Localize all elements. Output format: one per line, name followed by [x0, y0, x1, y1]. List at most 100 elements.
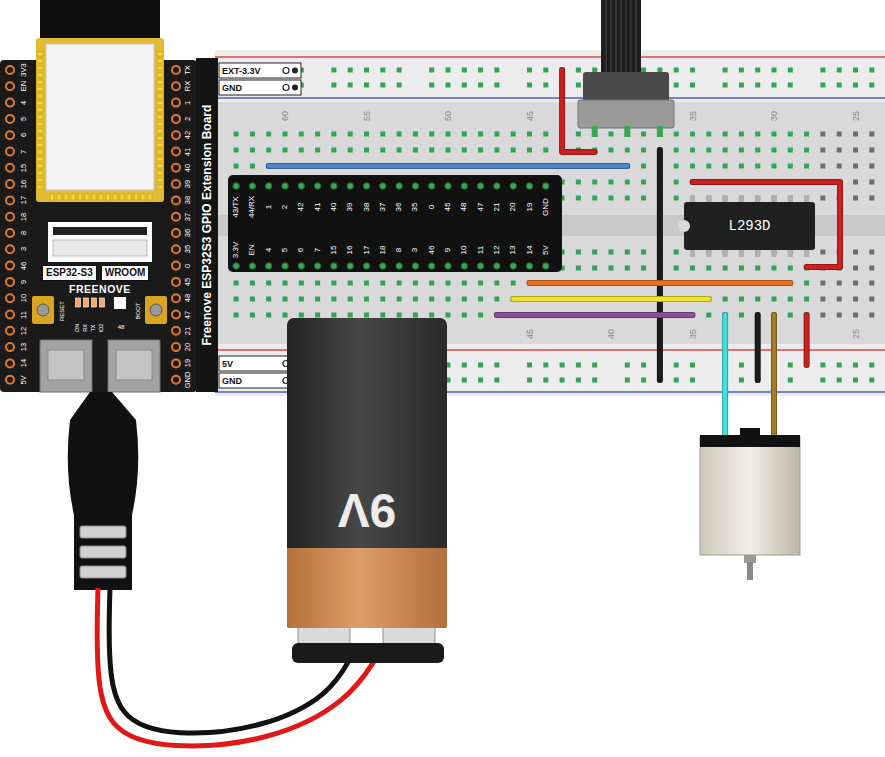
jumper-wire [562, 70, 595, 152]
header-pin [298, 183, 304, 189]
rgb-led [114, 297, 126, 309]
breadboard-hole [853, 83, 858, 88]
breadboard-hole [494, 148, 499, 153]
header-pin-label: 8 [395, 248, 403, 252]
pin-pad [6, 245, 14, 253]
pot-base [578, 100, 674, 128]
breadboard-hole [869, 266, 874, 271]
module-pad [37, 122, 43, 126]
breadboard-hole [413, 132, 418, 137]
breadboard-hole [299, 281, 304, 286]
chip-leg [772, 249, 777, 257]
module-pad [37, 80, 43, 84]
module-pad [157, 185, 163, 189]
rail-label: EXT-3.3V [222, 66, 261, 75]
module-pad [37, 185, 43, 189]
tag-dot [283, 85, 289, 91]
breadboard-hole [739, 297, 744, 302]
pin-label: 5V [20, 375, 28, 384]
pin-pad [172, 148, 180, 156]
header-pin [494, 183, 500, 189]
header-pin-label: 1 [265, 205, 273, 209]
header-pin [266, 263, 272, 269]
pin-label: 45 [184, 278, 192, 286]
breadboard-hole [283, 148, 288, 153]
driver-chip: L293D [684, 202, 815, 250]
module-pad [157, 108, 163, 112]
breadboard-hole [739, 363, 744, 368]
motor-cap [700, 435, 800, 447]
breadboard-hole [446, 68, 451, 73]
breadboard-hole [820, 378, 825, 383]
pin-label: GND [184, 371, 192, 388]
pin-pad [172, 180, 180, 188]
chip-leg [723, 249, 728, 257]
pin-pad [172, 327, 180, 335]
breadboard-hole [315, 313, 320, 318]
breadboard-hole [250, 297, 255, 302]
breadboard-hole [446, 148, 451, 153]
breadboard-hole [576, 132, 581, 137]
module-pad [120, 194, 124, 200]
breadboard-hole [772, 266, 777, 271]
breadboard-hole [739, 148, 744, 153]
chip-leg [739, 249, 744, 257]
breadboard-hole [478, 83, 483, 88]
breadboard-hole [674, 68, 679, 73]
breadboard-hole [690, 363, 695, 368]
header-pin-label: 11 [477, 246, 485, 254]
battery-band [287, 548, 447, 628]
breadboard-hole [429, 132, 434, 137]
breadboard-hole [494, 132, 499, 137]
header-pin [461, 263, 467, 269]
breadboard-hole [739, 313, 744, 318]
header-pin-label: 4 [265, 248, 273, 252]
breadboard-hole [772, 297, 777, 302]
silkscreen-label: TX [91, 324, 97, 331]
module-pad [141, 194, 145, 200]
breadboard-hole [560, 378, 565, 383]
pot-pin [657, 126, 663, 137]
breadboard-hole [283, 313, 288, 318]
breadboard-hole [755, 148, 760, 153]
header-pin-label: 45 [444, 203, 452, 212]
breadboard-hole [625, 148, 630, 153]
module-pad [134, 194, 138, 200]
motor-shaft [747, 562, 753, 580]
breadboard-hole [543, 378, 548, 383]
breadboard-hole [869, 83, 874, 88]
module-pad [37, 108, 43, 112]
breadboard-hole [331, 281, 336, 286]
header-pin [510, 263, 516, 269]
module-pad [37, 157, 43, 161]
breadboard-hole [592, 250, 597, 255]
header-pin-label: 5V [542, 245, 550, 255]
breadboard-hole [820, 281, 825, 286]
breadboard-hole [250, 313, 255, 318]
module-pad [37, 164, 43, 168]
breadboard-hole [543, 148, 548, 153]
column-number: 40 [607, 329, 616, 339]
pin-pad [172, 359, 180, 367]
breadboard-hole [397, 83, 402, 88]
pin-pad [6, 164, 14, 172]
header-pin [380, 263, 386, 269]
pot-pin [592, 126, 598, 137]
module-pad [37, 143, 43, 147]
module-pad [157, 87, 163, 91]
header-pin [445, 183, 451, 189]
breadboard-hole [641, 148, 646, 153]
breadboard-hole [739, 68, 744, 73]
breadboard-hole [331, 83, 336, 88]
header-pin-label: 43/TX [232, 196, 240, 217]
board-label: ESP32-S3 [42, 265, 97, 281]
breadboard-hole [266, 313, 271, 318]
module-pad [157, 80, 163, 84]
header-pin-label: 5 [281, 248, 289, 252]
header-pin [429, 263, 435, 269]
battery: 9V [287, 318, 447, 628]
breadboard-hole [788, 378, 793, 383]
breadboard-hole [250, 164, 255, 169]
breadboard-hole [592, 68, 597, 73]
breadboard-hole [560, 363, 565, 368]
